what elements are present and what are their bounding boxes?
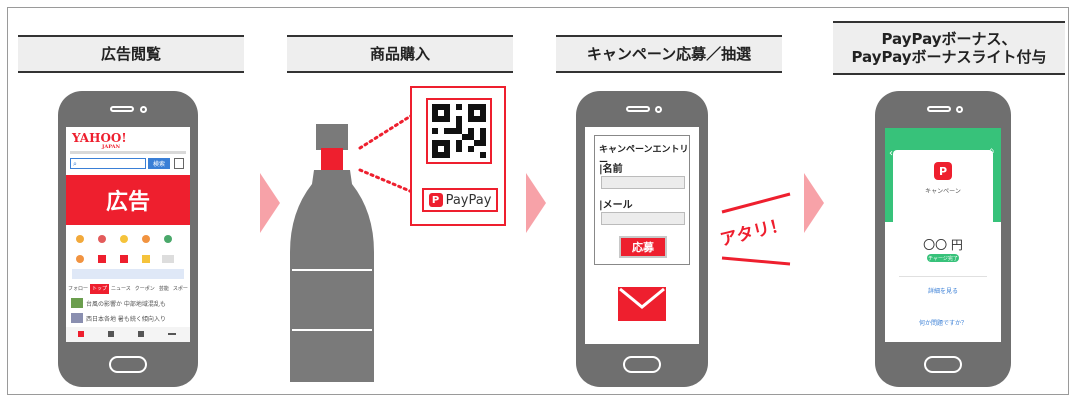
tab-news[interactable]: ニュース: [111, 286, 131, 292]
search-button[interactable]: 検索: [148, 158, 170, 169]
speaker-icon: [626, 106, 650, 112]
bell-icon: [138, 331, 144, 337]
entry-screen: キャンペーンエントリー |名前 |メール 応募: [585, 127, 699, 344]
news-item[interactable]: 台風の影響か 中部地域混乱も: [86, 301, 166, 308]
step-arrow: [526, 173, 546, 233]
yahoo-logo-sub: JAPAN: [102, 144, 121, 150]
status-bar: [70, 151, 186, 154]
help-link[interactable]: 何か問題ですか？: [918, 320, 967, 327]
bottle-cap: [316, 124, 348, 150]
camera-icon: [956, 106, 963, 113]
service-icon-grid: [72, 235, 184, 279]
paypay-screen: ‹ ⌂ P キャンペーン 〇〇 円 チャージ完了 詳細を見る 何か問題ですか？: [885, 128, 1001, 342]
phone-bonus: ‹ ⌂ P キャンペーン 〇〇 円 チャージ完了 詳細を見る 何か問題ですか？: [875, 91, 1011, 387]
step-header-ad-view: 広告閲覧: [18, 35, 244, 73]
mail-field[interactable]: [601, 212, 685, 225]
ad-banner[interactable]: 広告: [66, 175, 190, 225]
qr-spot: [321, 148, 343, 170]
tab-sports[interactable]: スポー: [172, 286, 188, 292]
service-icon: [142, 235, 150, 243]
step-title-line1: PayPayボーナス、: [881, 30, 1017, 48]
name-label: |名前: [599, 164, 623, 175]
back-icon[interactable]: ‹: [889, 148, 893, 159]
more-icon: [168, 333, 176, 335]
paypay-brand: PayPay: [445, 192, 492, 208]
diagram-frame: 広告閲覧 商品購入 キャンペーン応募／抽選 PayPayボーナス、 PayPay…: [7, 7, 1069, 395]
home-icon: [78, 331, 84, 337]
submit-button[interactable]: 応募: [619, 236, 667, 258]
service-icon: [120, 255, 128, 263]
news-item[interactable]: 西日本各地 暑も続く傾向入り: [86, 316, 166, 323]
phone-campaign-entry: キャンペーンエントリー |名前 |メール 応募: [576, 91, 708, 387]
campaign-label: キャンペーン: [925, 188, 961, 195]
category-tabs: フォロー トップ ニュース クーポン 芸能 スポー: [66, 284, 190, 294]
step-arrow: [804, 173, 824, 233]
service-icon: [164, 235, 172, 243]
entry-form-title: キャンペーンエントリー: [599, 145, 689, 168]
paypay-badge: P PayPay: [422, 188, 498, 212]
tab-follow[interactable]: フォロー: [68, 286, 89, 292]
step-arrow: [260, 173, 280, 233]
tab-top[interactable]: トップ: [90, 284, 110, 294]
mail-envelope-icon: [618, 287, 666, 321]
paypay-logo-icon: P: [934, 162, 952, 180]
home-button: [623, 356, 661, 373]
search-icon: ⌕: [73, 160, 77, 168]
service-icon: [76, 235, 84, 243]
details-link[interactable]: 詳細を見る: [927, 288, 958, 295]
ad-label: 広告: [105, 190, 150, 215]
step-title: 商品購入: [369, 45, 430, 63]
service-icon: [98, 235, 106, 243]
service-icon: [120, 235, 128, 243]
bonus-card: P キャンペーン 〇〇 円 チャージ完了 詳細を見る: [893, 150, 993, 302]
service-icon: [142, 255, 150, 263]
search-input[interactable]: ⌕: [70, 158, 146, 169]
qr-code: [426, 98, 492, 164]
service-icon: [76, 255, 84, 263]
step-title-line2: PayPayボーナスライト付与: [851, 48, 1047, 66]
tab-entertainment[interactable]: 芸能: [158, 286, 169, 292]
tabs-icon[interactable]: [174, 158, 184, 169]
entry-form: キャンペーンエントリー |名前 |メール 応募: [594, 135, 690, 265]
card-divider: [899, 276, 987, 277]
step-title: 広告閲覧: [100, 45, 161, 63]
home-button: [109, 356, 147, 373]
step-title: キャンペーン応募／抽選: [586, 45, 752, 63]
yahoo-screen: YAHOO! JAPAN ⌕ 検索 広告: [66, 127, 190, 342]
win-lines: [721, 192, 791, 266]
qr-card: P PayPay: [410, 86, 506, 226]
yahoo-logo: YAHOO! JAPAN: [72, 131, 127, 150]
home-button: [924, 356, 962, 373]
service-icon: [162, 255, 174, 263]
step-header-bonus-grant: PayPayボーナス、 PayPayボーナスライト付与: [833, 21, 1065, 75]
step-header-purchase: 商品購入: [287, 35, 513, 73]
service-icon: [98, 255, 106, 263]
qr-code-icon: [432, 104, 486, 158]
mail-label: |メール: [599, 200, 633, 211]
news-thumb: [71, 313, 83, 323]
name-field[interactable]: [601, 176, 685, 189]
news-thumb: [71, 298, 83, 308]
speaker-icon: [110, 106, 134, 112]
paypay-logo-icon: P: [428, 193, 443, 207]
bottle-illustration: [290, 124, 374, 382]
grid-icon: [108, 331, 114, 337]
step-header-campaign-entry: キャンペーン応募／抽選: [556, 35, 782, 73]
phone-ad-view: YAHOO! JAPAN ⌕ 検索 広告: [58, 91, 198, 387]
camera-icon: [140, 106, 147, 113]
bottom-nav: [66, 327, 190, 342]
charge-badge: チャージ完了: [927, 254, 959, 262]
tab-coupon[interactable]: クーポン: [134, 286, 155, 292]
promo-bar: [72, 269, 184, 279]
speaker-icon: [927, 106, 951, 112]
bonus-amount: 〇〇 円: [923, 238, 963, 252]
camera-icon: [655, 106, 662, 113]
